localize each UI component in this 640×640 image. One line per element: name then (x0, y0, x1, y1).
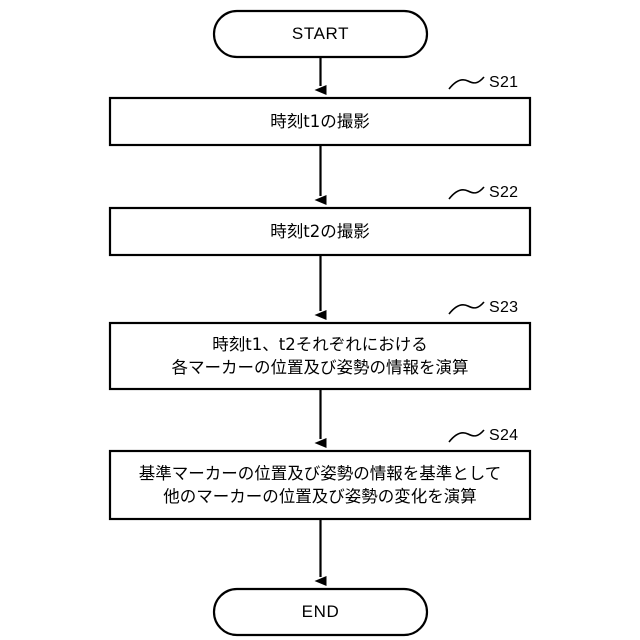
step-tag-s22: S22 (489, 184, 519, 201)
node-s22-shape[interactable] (108, 206, 532, 257)
step-tag-s24: S24 (489, 427, 519, 444)
leader-line-s24 (448, 429, 485, 443)
leader-line-s23 (448, 301, 485, 315)
leader-line-s22 (448, 186, 485, 200)
leader-line-s21 (448, 76, 485, 90)
node-s21-shape[interactable] (108, 96, 532, 147)
step-tag-s23: S23 (489, 299, 519, 316)
node-end-shape[interactable] (212, 587, 429, 637)
node-s24-shape[interactable] (108, 449, 532, 521)
node-s23-shape[interactable] (108, 321, 532, 391)
step-tag-s21: S21 (489, 74, 519, 91)
node-start-shape[interactable] (212, 9, 429, 59)
